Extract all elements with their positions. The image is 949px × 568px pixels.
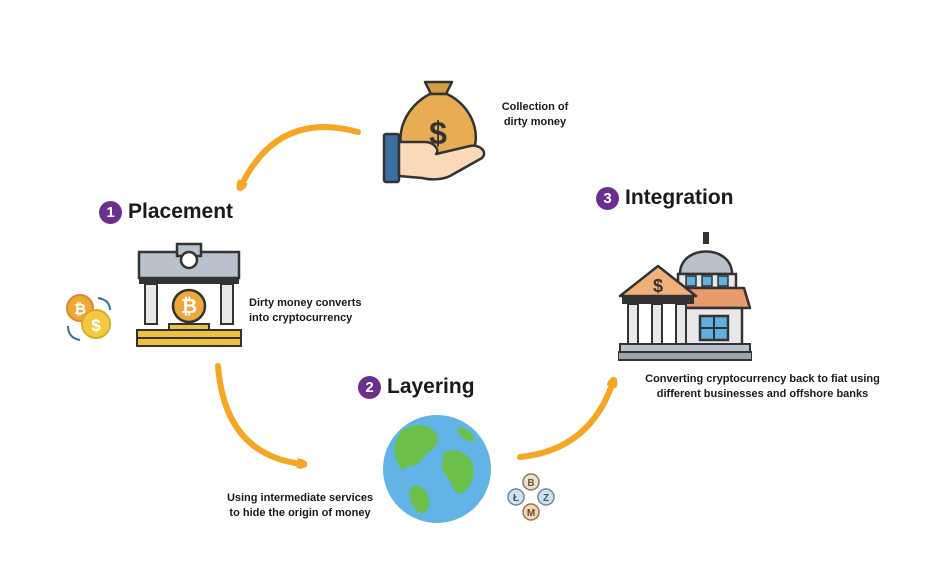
integration-caption: Converting cryptocurrency back to fiat u… (645, 373, 880, 400)
svg-text:$: $ (653, 276, 663, 296)
svg-text:$: $ (91, 316, 101, 335)
step-number-badge: 3 (596, 186, 619, 210)
svg-text:B: B (527, 478, 534, 489)
svg-text:₿: ₿ (74, 301, 86, 318)
svg-text:$: $ (429, 115, 447, 151)
svg-text:Z: Z (543, 493, 549, 504)
crypto-coins-cycle-icon: B Ł Z M (507, 473, 555, 521)
arrow-placement-to-layering (215, 363, 302, 464)
bitcoin-dollar-exchange-icon: ₿ $ (66, 294, 111, 341)
integration-heading: 3 Integration (596, 186, 734, 210)
arrow-collection-to-placement (241, 124, 361, 186)
svg-text:M: M (527, 508, 535, 519)
integration-title: Integration (625, 186, 734, 209)
placement-heading: 1 Placement (99, 200, 233, 224)
layering-heading: 2 Layering (358, 375, 475, 399)
placement-title: Placement (128, 200, 234, 223)
svg-text:Ł: Ł (513, 493, 519, 504)
money-bag-hand-icon: $ (382, 80, 486, 184)
layering-title: Layering (387, 375, 475, 398)
step-number-badge: 1 (99, 200, 122, 224)
globe-icon (383, 415, 491, 523)
arrow-layering-to-integration (517, 382, 613, 460)
step-number-badge: 2 (358, 375, 381, 399)
svg-text:₿: ₿ (181, 296, 197, 318)
bank-bitcoin-icon: ₿ (136, 242, 242, 347)
dollar-bank-building-icon: $ (618, 232, 752, 361)
